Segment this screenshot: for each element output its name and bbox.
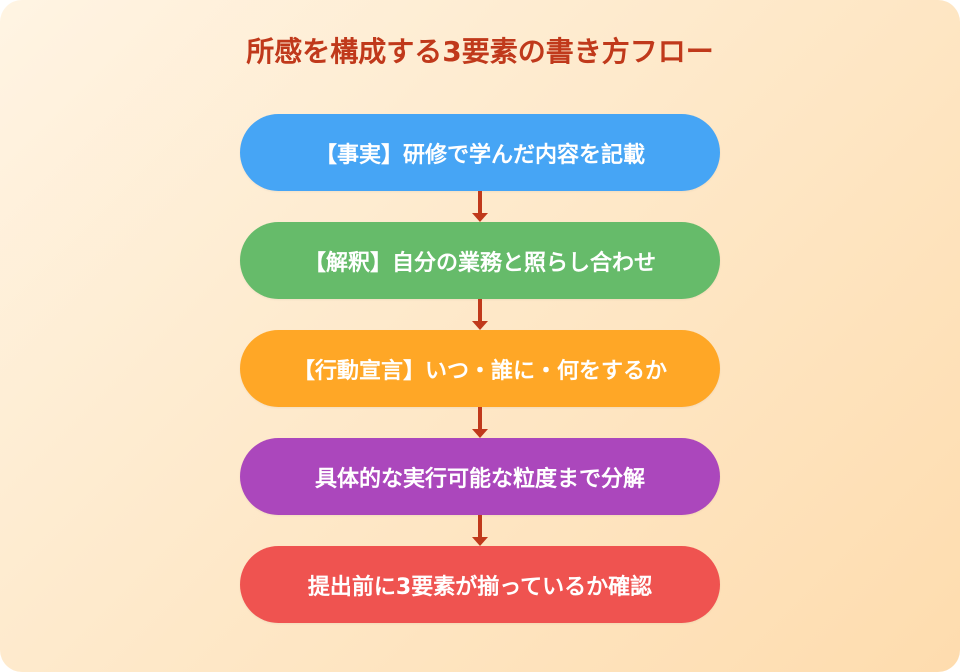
diagram-title: 所感を構成する3要素の書き方フロー — [246, 35, 714, 68]
step-2-interpretation: 【解釈】自分の業務と照らし合わせ — [240, 222, 720, 299]
arrow-down-icon — [472, 515, 488, 546]
step-5-label: 提出前に3要素が揃っているか確認 — [307, 574, 653, 600]
step-1-fact: 【事実】研修で学んだ内容を記載 — [240, 114, 720, 191]
step-3-action-declaration: 【行動宣言】いつ・誰に・何をするか — [240, 330, 720, 407]
step-4-label: 具体的な実行可能な粒度まで分解 — [314, 466, 645, 492]
step-5-verify: 提出前に3要素が揃っているか確認 — [240, 546, 720, 623]
arrow-down-icon — [472, 191, 488, 222]
arrow-down-icon — [472, 407, 488, 438]
step-3-label: 【行動宣言】いつ・誰に・何をするか — [292, 358, 667, 384]
step-4-breakdown: 具体的な実行可能な粒度まで分解 — [240, 438, 720, 515]
step-1-label: 【事実】研修で学んだ内容を記載 — [314, 142, 645, 168]
step-2-label: 【解釈】自分の業務と照らし合わせ — [303, 250, 656, 276]
arrow-down-icon — [472, 299, 488, 330]
